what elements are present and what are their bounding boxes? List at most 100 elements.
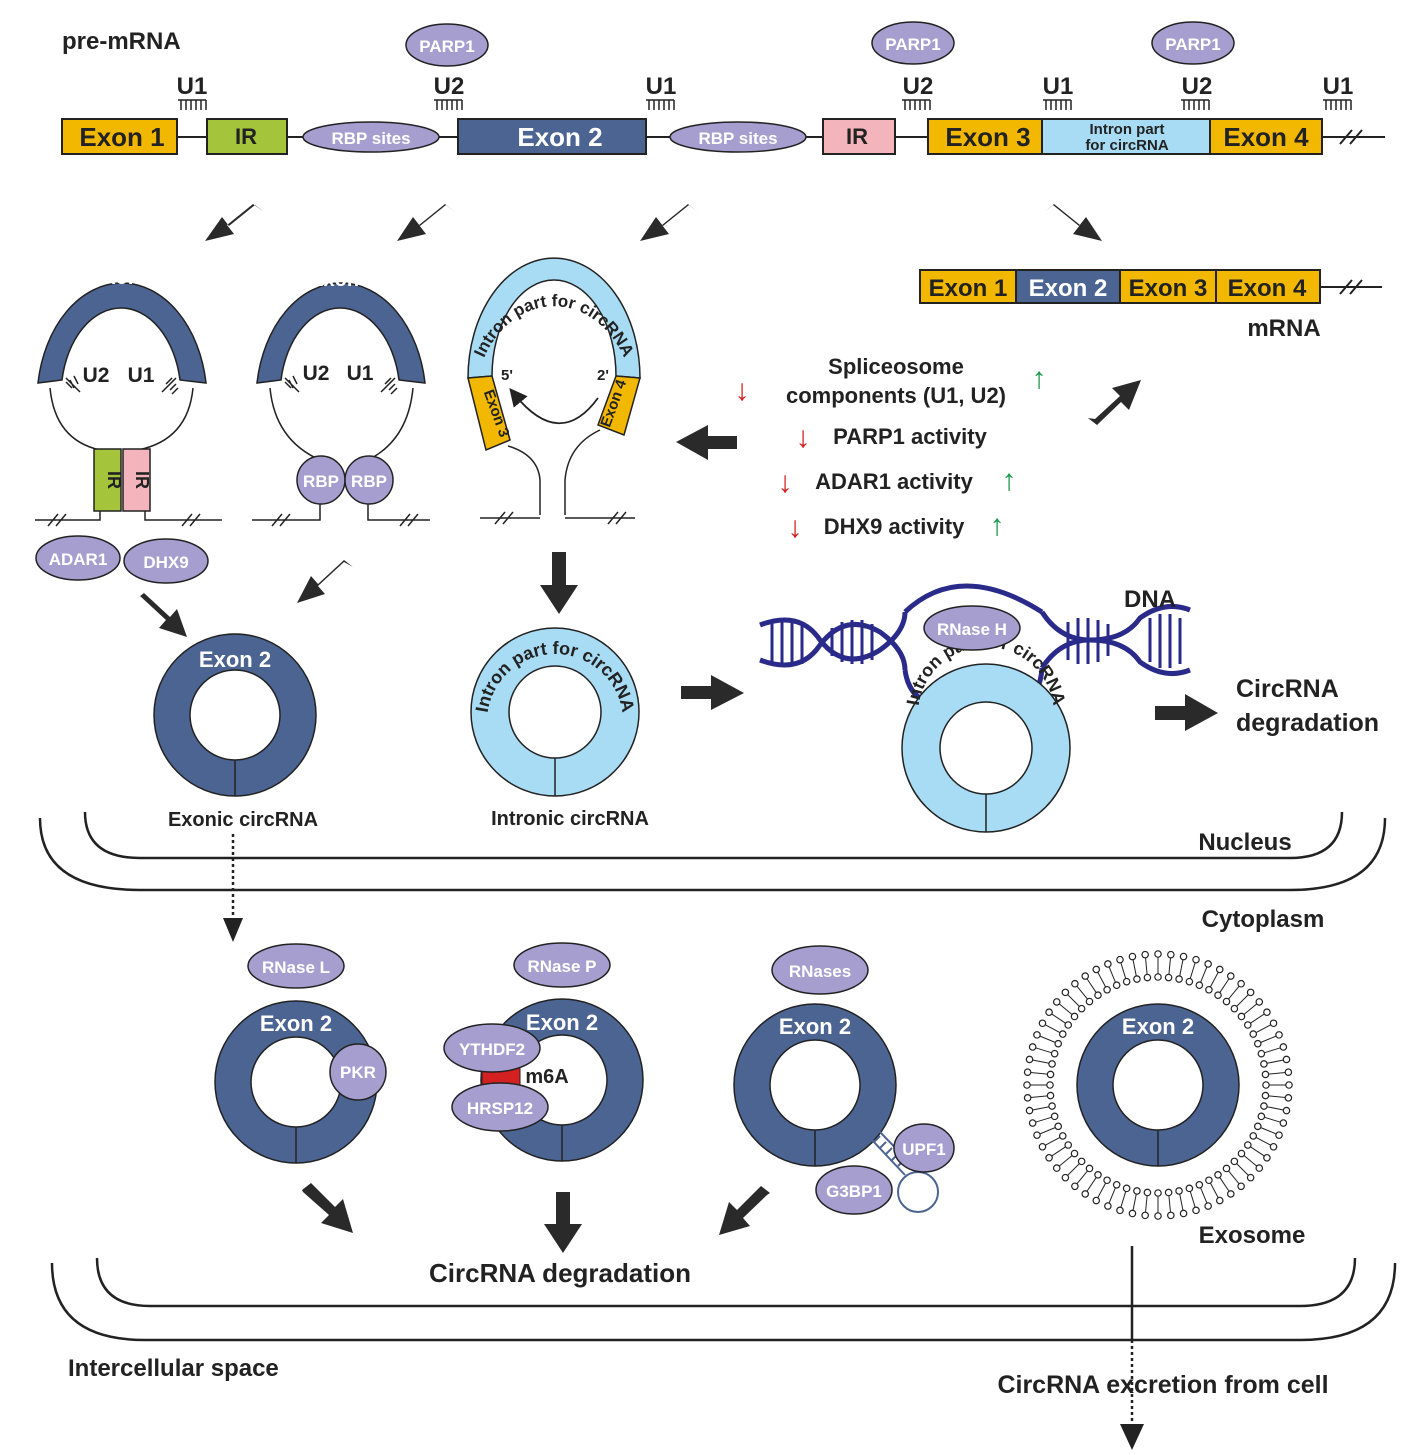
lipid-head-outer xyxy=(1263,1153,1271,1162)
flow-arrows xyxy=(135,204,1218,1253)
lipid-tail xyxy=(1120,962,1127,979)
lipid-tail xyxy=(1268,1072,1286,1075)
u1-comb xyxy=(1043,99,1072,110)
ir-left-box xyxy=(206,118,288,155)
rnase-h-protein xyxy=(923,605,1021,651)
intron-part-label-2: for circRNA xyxy=(1085,137,1169,154)
lipid-tail xyxy=(1219,978,1230,993)
lipid-tail xyxy=(1236,994,1249,1007)
exon3-box xyxy=(927,118,1043,155)
loop-ir-pink xyxy=(122,448,151,512)
excretion-label: CircRNA excretion from cell xyxy=(997,1371,1328,1399)
lipid-head-outer xyxy=(1116,955,1124,964)
lipid-head-inner xyxy=(1143,973,1152,982)
u2-site-3: U2 xyxy=(1181,73,1212,110)
lipid-head-inner xyxy=(1094,1170,1102,1179)
lipid-head-inner xyxy=(1112,1180,1121,1189)
lipid-head-inner xyxy=(1260,1102,1268,1110)
lipid-head-inner xyxy=(1133,1187,1141,1195)
two-prime-label: 2' xyxy=(597,367,609,384)
lipid-head-outer xyxy=(1154,950,1162,958)
lipid-head-outer xyxy=(1285,1081,1293,1089)
lipid-tail xyxy=(1264,1116,1281,1123)
export-arrowhead xyxy=(223,918,243,942)
lipid-head-inner xyxy=(1064,1141,1073,1149)
lipid-tail xyxy=(1268,1095,1286,1098)
lipid-tail xyxy=(1145,1195,1148,1213)
lipid-tail xyxy=(1264,1047,1281,1054)
loop-exon4-segment xyxy=(597,375,641,436)
lipid-head-inner xyxy=(1195,1180,1204,1189)
reg-down-arrow-1: ↓ xyxy=(735,374,750,407)
rnases-pathway: RNases Exon 2 UPF1 G3BP1 xyxy=(733,945,955,1215)
loop-ir-label-left: IR xyxy=(104,471,124,489)
arrow-rnase-p-down xyxy=(544,1192,582,1253)
lipid-head-outer xyxy=(1215,965,1224,974)
pre-mrna-title: pre-mRNA xyxy=(62,28,181,55)
lipid-head-inner xyxy=(1112,981,1121,990)
arrow-to-mrna xyxy=(1044,204,1102,241)
pkr-label: PKR xyxy=(340,1063,376,1082)
lipid-head-inner xyxy=(1050,1049,1059,1058)
rbp-sites-left xyxy=(302,121,440,153)
reg-up-arrow-1: ↑ xyxy=(1032,362,1047,395)
rbp-sites-right xyxy=(669,121,807,153)
lipid-tail xyxy=(1179,1193,1184,1211)
mrna-label: mRNA xyxy=(1247,315,1320,342)
pkr-protein xyxy=(329,1043,387,1101)
parp1-3: PARP1 xyxy=(1151,21,1235,65)
lipid-head-inner xyxy=(1077,1004,1086,1013)
lipid-head-inner xyxy=(1195,981,1204,990)
lipid-head-inner xyxy=(1261,1091,1270,1100)
lipid-head-outer xyxy=(1141,1211,1149,1220)
lipid-head-outer xyxy=(1215,1196,1224,1205)
mrna-exon2: Exon 2 xyxy=(1029,275,1108,302)
lipid-head-outer xyxy=(1071,979,1079,988)
rloop-section: Intron part for circRNA RNase H DNA Circ… xyxy=(759,583,1379,833)
reg-parp1: PARP1 activity xyxy=(833,424,987,449)
ythdf2-protein xyxy=(443,1023,541,1073)
loop-exon3-segment xyxy=(467,375,511,452)
lipid-head-outer xyxy=(1246,1173,1255,1182)
ythdf2-label: YTHDF2 xyxy=(459,1040,525,1059)
parp1-1: PARP1 xyxy=(405,23,489,67)
lipid-head-outer xyxy=(1128,952,1137,961)
loop-ir-exon2-label: Exon 2 xyxy=(91,267,157,289)
lipid-head-outer xyxy=(1154,1212,1162,1220)
lipid-head-outer xyxy=(1081,1190,1090,1198)
lipid-head-inner xyxy=(1046,1070,1055,1079)
reg-spliceosome-1: Spliceosome xyxy=(828,354,964,379)
parp1-2: PARP1 xyxy=(871,21,955,65)
exon2-label: Exon 2 xyxy=(517,122,602,152)
lipid-head-inner xyxy=(1046,1091,1055,1100)
lipid-head-inner xyxy=(1143,1188,1152,1197)
lipid-head-outer xyxy=(1033,1031,1041,1039)
lipid-head-inner xyxy=(1122,977,1131,986)
lipid-head-outer xyxy=(1179,1209,1188,1218)
cytoplasm-label: Cytoplasm xyxy=(1202,906,1325,933)
u1-comb xyxy=(178,99,207,110)
lipid-head-inner xyxy=(1085,1164,1094,1173)
rbp-sites-right-label: RBP sites xyxy=(698,129,777,148)
u1-comb xyxy=(646,99,675,110)
loop-ir-u1: U1 xyxy=(128,364,155,387)
lipid-tail xyxy=(1058,1003,1073,1015)
reg-up-arrow-3: ↑ xyxy=(1002,464,1017,497)
arrow-up-mrna xyxy=(1088,380,1141,425)
loop-rbp-u1: U1 xyxy=(347,362,374,385)
lipid-tail xyxy=(1228,1170,1240,1185)
lipid-tail xyxy=(1168,1195,1171,1213)
rnase-p-protein xyxy=(513,942,611,988)
nucleus-label: Nucleus xyxy=(1198,829,1291,856)
loop-ir-exon2-arc xyxy=(37,282,207,384)
upf1-protein xyxy=(893,1123,955,1173)
lipid-tail xyxy=(1266,1059,1284,1064)
cell-membrane xyxy=(50,1257,1397,1342)
lipid-tail xyxy=(1260,1035,1277,1043)
mrna-section: Exon 1 Exon 2 Exon 3 Exon 4 mRNA xyxy=(919,269,1382,342)
lipid-tail xyxy=(1067,994,1080,1007)
lipid-head-outer xyxy=(1204,960,1212,968)
rnase-p-label: RNase P xyxy=(528,957,597,976)
lipid-head-inner xyxy=(1094,991,1102,1000)
